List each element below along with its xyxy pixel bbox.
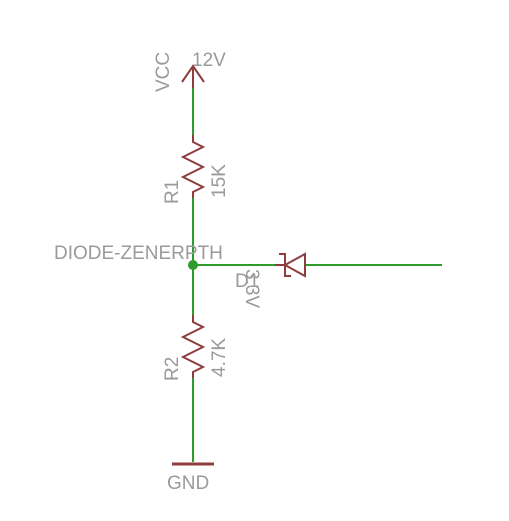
resistor-r2-zigzag [180,315,206,378]
r1-value: 15K [209,164,230,198]
arrow-up-icon [181,64,205,83]
r2-value: 4.7K [209,338,230,377]
resistor-r1-zigzag [180,135,206,198]
d1-value: 3.3V [241,269,262,308]
r2-designator: R2 [162,357,183,381]
vcc-supply-symbol [181,64,205,88]
wires [192,70,442,462]
vcc-net-label: VCC [153,52,174,92]
r1-designator: R1 [162,180,183,204]
d1-designator: D1 [235,271,259,292]
diode-triangle [282,252,306,278]
resistor-r2 [180,315,206,378]
net-label: DIODE-ZENERPTH [54,243,223,264]
gnd-label: GND [167,473,209,494]
zener-diode-d1 [275,252,306,278]
junction-dot [188,260,198,270]
vcc-value-label: 12V [192,50,226,71]
resistor-r1 [180,135,206,198]
